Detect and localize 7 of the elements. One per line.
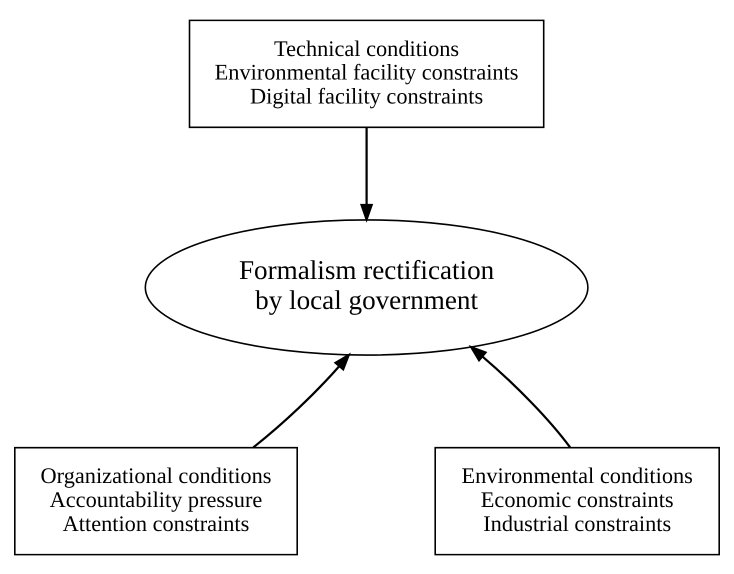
node-box: Organizational conditions Accountability pressure Attention constraints	[14, 446, 298, 555]
arrow	[252, 352, 351, 448]
node-box: Technical conditions Environmental facility constraints Digital facility constraints	[188, 19, 544, 128]
node-box: Environmental conditions Economic constraints Industrial constraints	[434, 446, 720, 555]
arrow	[468, 344, 572, 448]
arrow	[360, 126, 374, 222]
node-ellipse: Formalism rectification by local government	[144, 218, 589, 356]
